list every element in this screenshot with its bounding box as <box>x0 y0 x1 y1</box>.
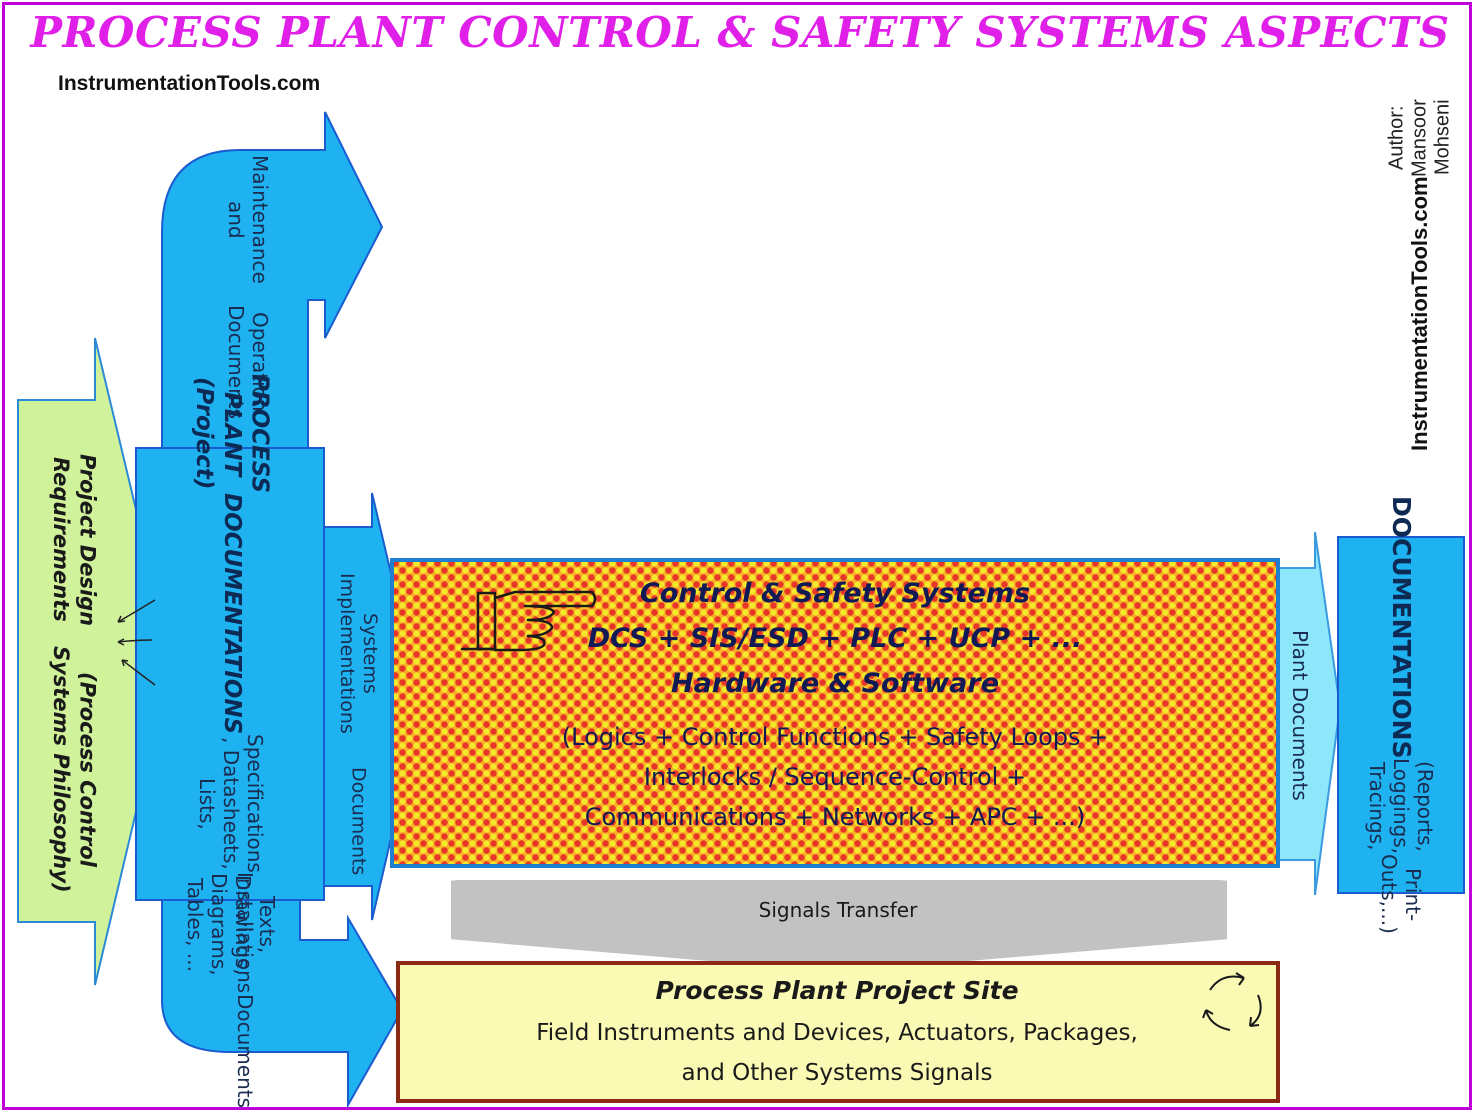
installations-line2: Documents <box>233 993 257 1108</box>
page-title: PROCESS PLANT CONTROL & SAFETY SYSTEMS A… <box>30 8 1450 57</box>
pointing-hand-icon <box>460 590 597 652</box>
plant-docs-text: Plant Documents <box>1288 629 1312 801</box>
project-site-box <box>396 961 1280 1103</box>
side-credit: InstrumentationTools.com Author: Mansoor… <box>1380 99 1460 451</box>
watermark: InstrumentationTools.com <box>58 72 321 95</box>
maintenance-text: Maintenance and Operation Documents <box>210 155 286 440</box>
control-safety-box <box>390 558 1280 868</box>
documentation-line2: Print-Outs,...) <box>1377 854 1425 935</box>
site-line1: Field Instruments and Devices, Actuators… <box>536 1020 1138 1046</box>
maintenance-arrow <box>161 111 384 449</box>
site-line2: and Other Systems Signals <box>681 1060 993 1086</box>
requirements-line1: Project Design Requirements <box>49 453 100 626</box>
implementation-line1: Systems Implementations <box>336 572 381 734</box>
signals-transfer-label: Signals Transfer <box>758 898 918 922</box>
center-line6: Communications + Networks + APC + ...) <box>584 803 1086 831</box>
credit-author: Author: Mansoor Mohseni <box>1385 98 1454 177</box>
center-line2: DCS + SIS/ESD + PLC + UCP + ... <box>587 623 1083 654</box>
center-line1: Control & Safety Systems <box>639 578 1031 609</box>
project-docs-line2: Texts, Drawings, Diagrams, Tables, ... <box>183 873 279 976</box>
requirements-text: Project Design Requirements (Process Con… <box>32 440 116 900</box>
requirements-arrow <box>17 337 174 986</box>
center-line4: (Logics + Control Functions + Safety Loo… <box>561 723 1109 751</box>
documentation-text: DOCUMENTATIONS (Reports, Loggings, Traci… <box>1342 496 1460 935</box>
project-docs-box <box>135 447 325 901</box>
credit-site: InstrumentationTools.com <box>1407 176 1432 452</box>
cycle-arrows-icon <box>1202 972 1262 1031</box>
control-safety-text: Control & Safety Systems DCS + SIS/ESD +… <box>392 560 1278 866</box>
maintenance-line1: Maintenance and <box>224 155 272 284</box>
project-docs-text: PROCESS PLANT (Project) DOCUMENTATIONS S… <box>142 374 320 976</box>
project-docs-title1: PROCESS PLANT (Project) <box>191 374 273 494</box>
requirements-line2: (Process Control Systems Philosophy) <box>49 646 100 894</box>
site-title: Process Plant Project Site <box>655 976 1019 1005</box>
implementation-text: Systems Implementations Documents <box>322 540 394 875</box>
documentation-line1: (Reports, Loggings, Tracings, <box>1365 758 1437 855</box>
center-line5: Interlocks / Sequence-Control + <box>643 763 1027 791</box>
documentation-title: DOCUMENTATIONS <box>1387 495 1416 759</box>
installations-line1: Installations <box>233 872 257 994</box>
project-docs-title2: DOCUMENTATIONS <box>218 493 245 735</box>
implementation-line2: Documents <box>347 766 370 875</box>
plant-docs-arrow <box>1277 531 1342 896</box>
feedback-arrows-icon <box>117 599 156 686</box>
project-docs-line1: Specifications , Datasheets, Lists, <box>195 734 267 874</box>
center-line3: Hardware & Software <box>670 668 1000 699</box>
installations-arrow <box>161 899 404 1109</box>
documentation-box <box>1337 536 1465 894</box>
maintenance-line2: Operation Documents <box>224 304 272 419</box>
signals-gap-top <box>412 866 1242 880</box>
installations-text: Installations Documents <box>205 872 285 1107</box>
